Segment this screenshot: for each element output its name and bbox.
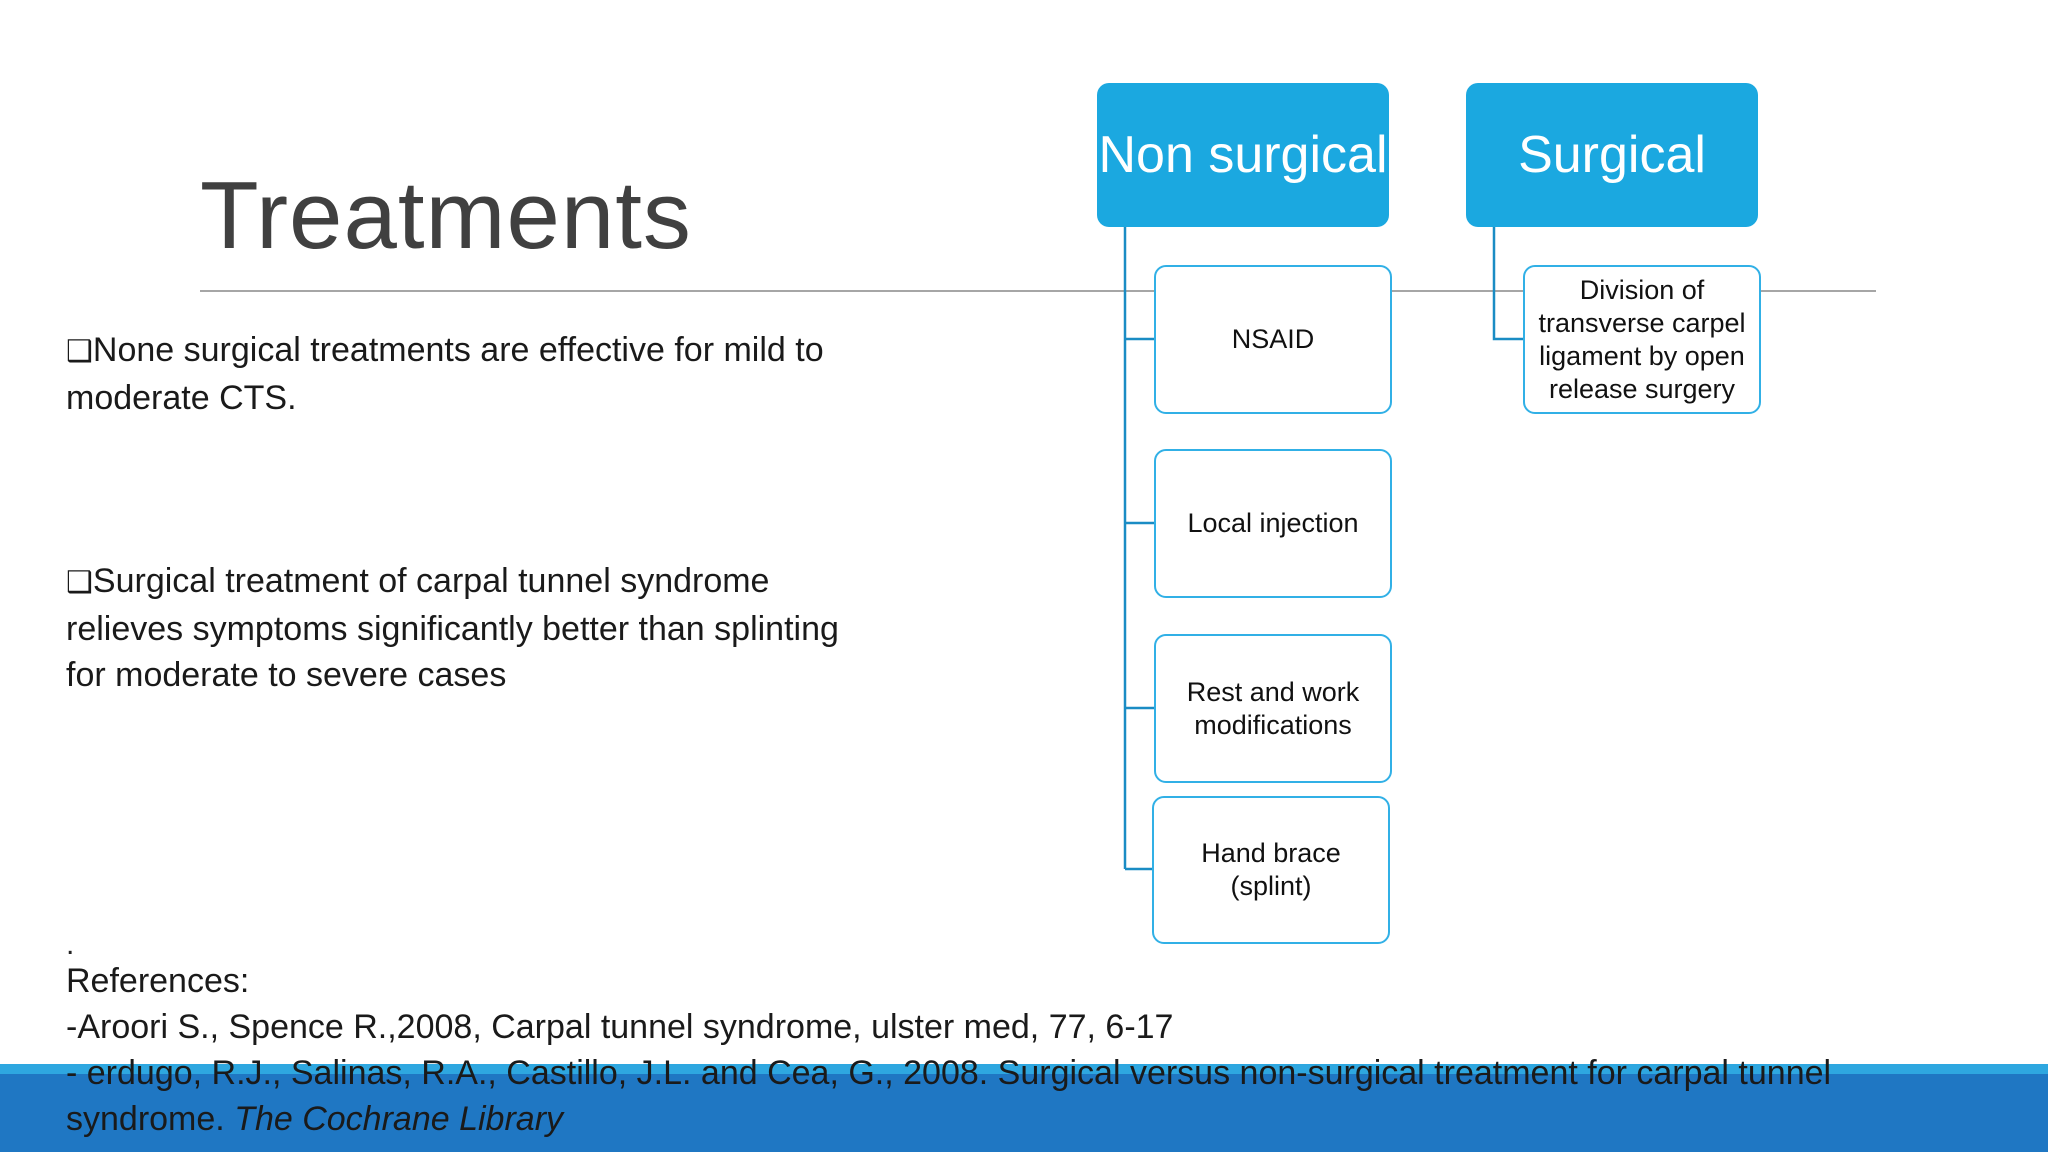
node-hand-brace: Hand brace (splint) (1152, 796, 1390, 944)
group-header-non-surgical: Non surgical (1097, 83, 1389, 227)
bullet-text: None surgical treatments are effective f… (66, 331, 824, 417)
bullet-text: Surgical treatment of carpal tunnel synd… (66, 562, 839, 694)
connector-surgical (1492, 227, 1523, 341)
reference-2-text: - erdugo, R.J., Salinas, R.A., Castillo,… (66, 1054, 1832, 1138)
references: References: -Aroori S., Spence R.,2008, … (66, 958, 1866, 1142)
footer-band-accent (0, 1064, 2048, 1074)
checkbox-bullet-icon: ❑ (66, 565, 93, 600)
reference-2-journal: The Cochrane Library (234, 1100, 564, 1138)
group-header-surgical: Surgical (1466, 83, 1758, 227)
node-rest-work: Rest and work modifications (1154, 634, 1392, 783)
footer-band (0, 1074, 2048, 1152)
bullet-non-surgical: ❑None surgical treatments are effective … (66, 327, 866, 421)
title-divider (200, 290, 1876, 292)
bullet-surgical: ❑Surgical treatment of carpal tunnel syn… (66, 558, 866, 698)
node-open-release-surgery: Division of transverse carpel ligament b… (1523, 265, 1761, 414)
reference-2: - erdugo, R.J., Salinas, R.A., Castillo,… (66, 1050, 1866, 1142)
stray-dot: . (66, 928, 75, 961)
checkbox-bullet-icon: ❑ (66, 334, 93, 369)
node-nsaid: NSAID (1154, 265, 1392, 414)
reference-1: -Aroori S., Spence R.,2008, Carpal tunne… (66, 1008, 1174, 1046)
slide-title: Treatments (200, 162, 692, 269)
node-local-injection: Local injection (1154, 449, 1392, 598)
references-heading: References: (66, 962, 250, 1000)
